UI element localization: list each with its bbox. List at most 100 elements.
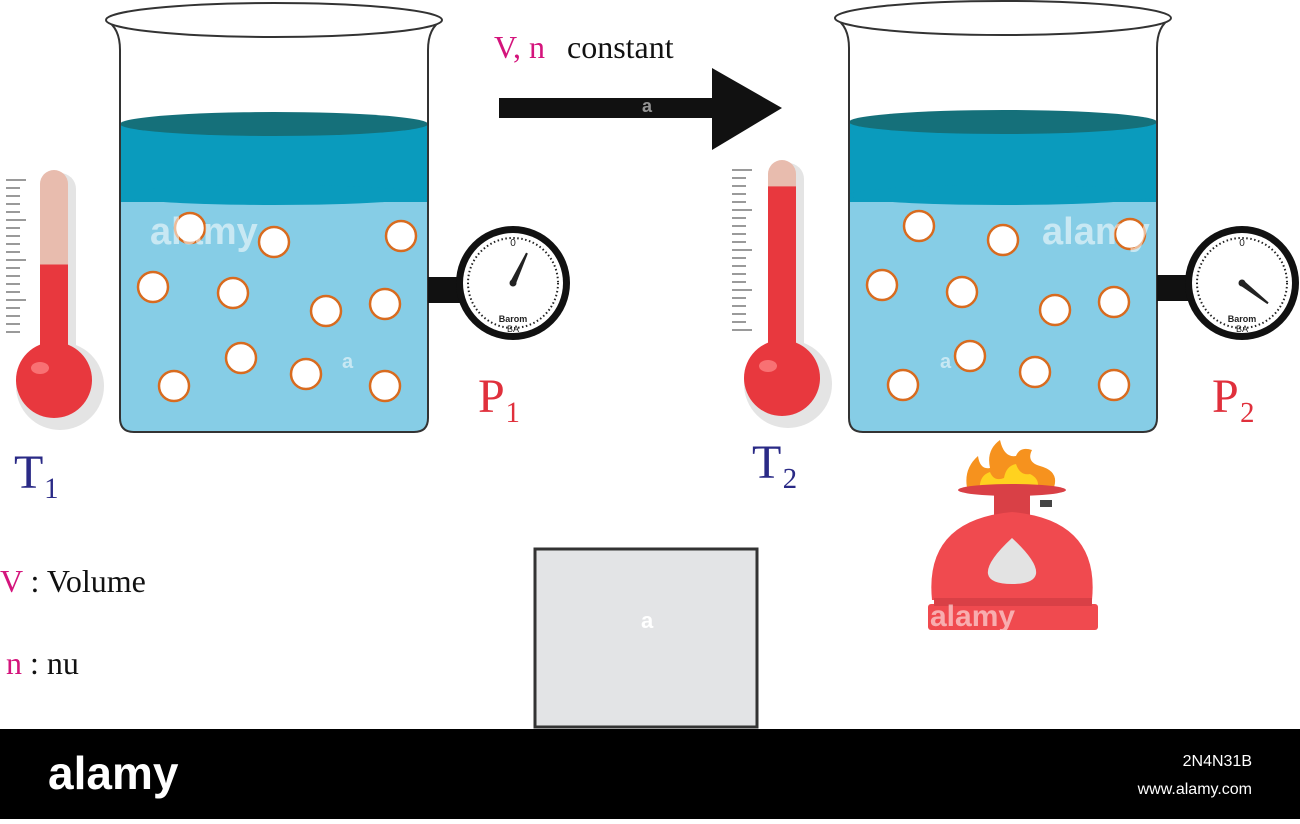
- legend-item-moles: n : nu: [6, 645, 79, 681]
- watermark-mark-4: a: [940, 351, 952, 373]
- left-particle: [173, 211, 207, 245]
- process-arrow: V, n constant: [494, 29, 782, 150]
- right-gauge-label-bottom: BA: [1236, 324, 1248, 334]
- watermark-box-frame: [533, 547, 759, 729]
- watermark-overlay: alamy alamy alamy a a a a: [150, 94, 1150, 633]
- legend: V : Volume n : nu: [0, 563, 146, 681]
- left-thermometer-bulb: [16, 342, 92, 418]
- right-gauge-label-top: Barom: [1228, 314, 1257, 324]
- legend-text-moles: : nu: [30, 645, 79, 681]
- left-particle: [257, 225, 291, 259]
- burner-plate: [958, 484, 1066, 496]
- right-beaker: [834, 0, 1172, 433]
- right-gauge-dial-ring: [1196, 237, 1288, 329]
- right-temperature-label: T₂: [752, 436, 798, 489]
- watermark-mark-1: a: [342, 94, 353, 114]
- left-gauge-needle: [510, 252, 528, 285]
- right-particle: [886, 368, 920, 402]
- right-gauge-pivot: [1238, 279, 1246, 287]
- right-particle: [986, 223, 1020, 257]
- right-particle: [1018, 355, 1052, 389]
- burner-base-band: [934, 598, 1092, 606]
- right-water-dark-bottom: [849, 185, 1157, 205]
- watermark-text-burner: alamy: [930, 600, 1015, 633]
- left-particle: [368, 369, 402, 403]
- left-gauge-dial-ring: [467, 237, 559, 329]
- footer-brand-logo: alamy: [48, 747, 179, 799]
- left-pressure-label: P₁: [478, 370, 521, 423]
- right-particle: [1038, 293, 1072, 327]
- watermark-box: a: [533, 547, 759, 729]
- watermark-footer: alamy 2N4N31B www.alamy.com: [0, 729, 1300, 819]
- arrow-caption-vars: V, n: [494, 29, 545, 65]
- right-beaker-outline: [834, 17, 1172, 433]
- left-pressure-gauge: 0 Barom BA: [428, 226, 570, 340]
- right-particle: [1113, 217, 1147, 251]
- footer-site-url: www.alamy.com: [1137, 781, 1252, 798]
- left-beaker-outline: [105, 19, 443, 433]
- right-particle: [865, 268, 899, 302]
- gas-burner: [928, 440, 1098, 630]
- right-beaker-rim: [834, 0, 1172, 36]
- right-water-surface: [849, 110, 1157, 134]
- left-particle: [309, 294, 343, 328]
- left-water-surface: [120, 112, 428, 136]
- left-beaker-rim: [105, 2, 443, 38]
- right-setup: 0 Barom BA T₂ P₂: [732, 0, 1299, 630]
- left-setup: 0 Barom BA T₁ P₁: [6, 2, 570, 499]
- left-water-light: [120, 190, 428, 432]
- left-particle: [384, 219, 418, 253]
- legend-item-volume: V : Volume: [0, 563, 146, 599]
- footer-image-id: 2N4N31B: [1183, 753, 1252, 770]
- arrow-head: [712, 68, 782, 150]
- right-particle: [945, 275, 979, 309]
- left-gauge-label-bottom: BA: [507, 324, 519, 334]
- right-gauge-zero: 0: [1239, 238, 1245, 249]
- left-beaker: [105, 2, 443, 433]
- right-particle: [902, 209, 936, 243]
- right-thermometer-bulb: [744, 340, 820, 416]
- burner-canister-logo: [987, 538, 1037, 584]
- left-water-dark-bottom: [120, 185, 428, 205]
- watermark-footer-art: alamy 2N4N31B www.alamy.com: [48, 747, 1252, 799]
- watermark-text-left: alamy: [150, 211, 258, 253]
- left-gauge-label-top: Barom: [499, 314, 528, 324]
- arrow-caption-word: constant: [567, 29, 674, 65]
- right-pressure-label: P₂: [1212, 370, 1255, 423]
- watermark-text-right: alamy: [1042, 211, 1150, 253]
- right-particle: [1097, 285, 1131, 319]
- left-particle: [136, 270, 170, 304]
- right-gauge-needle: [1240, 280, 1269, 305]
- watermark-mark-3: a: [342, 351, 354, 373]
- right-thermometer-bulb-shine: [759, 360, 777, 372]
- left-thermometer: [6, 170, 104, 430]
- legend-text-volume: : Volume: [31, 563, 146, 599]
- left-thermometer-scale: [6, 179, 26, 333]
- right-thermometer-scale: [732, 169, 752, 331]
- watermark-mark-2: a: [642, 96, 653, 116]
- left-particle: [224, 341, 258, 375]
- right-pressure-gauge: 0 Barom BA: [1157, 226, 1299, 340]
- burner-base: [928, 604, 1098, 630]
- burner-valve-knob: [1040, 500, 1052, 507]
- watermark-box-mark: a: [641, 608, 654, 633]
- right-particle: [953, 339, 987, 373]
- left-particle: [368, 287, 402, 321]
- legend-symbol-volume: V: [0, 563, 23, 599]
- left-gauge-pivot: [509, 279, 517, 287]
- right-water-light: [849, 190, 1157, 432]
- arrow-shaft: [499, 98, 719, 118]
- right-particles: [865, 209, 1147, 402]
- right-particle: [1097, 368, 1131, 402]
- left-temperature-label: T₁: [14, 446, 60, 499]
- legend-symbol-moles: n: [6, 645, 22, 681]
- left-particles: [136, 211, 418, 403]
- left-particle: [216, 276, 250, 310]
- left-thermometer-bulb-shine: [31, 362, 49, 374]
- left-particle: [289, 357, 323, 391]
- arrow-caption: V, n constant: [494, 29, 674, 65]
- left-gauge-zero: 0: [510, 238, 516, 249]
- right-thermometer: [732, 160, 832, 428]
- left-particle: [157, 369, 191, 403]
